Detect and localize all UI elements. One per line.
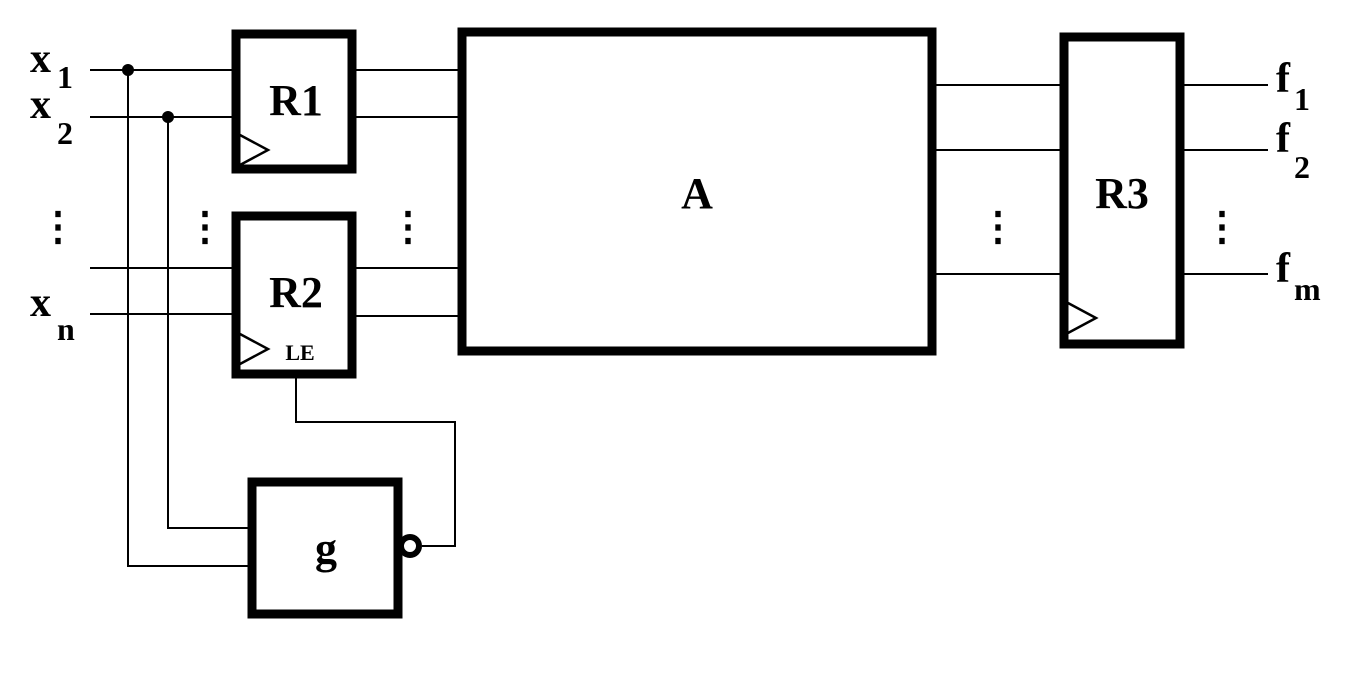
r3-clock-marker (1067, 301, 1099, 335)
gate-g (247, 477, 403, 619)
output-fm-subscript: m (1294, 271, 1321, 307)
output-wires (1180, 84, 1268, 275)
gate-g-inversion-bubble (398, 534, 422, 558)
a-to-r3-wires (932, 84, 1064, 275)
output-label-f2: f2 (1276, 116, 1310, 185)
ellipsis-r-to-a: ⋮ (388, 204, 428, 249)
output-f1-base: f (1276, 56, 1291, 102)
input-xn-subscript: n (57, 311, 75, 347)
r1-label: R1 (269, 76, 323, 125)
wire-x2-to-g (167, 117, 252, 529)
a-label: A (681, 169, 713, 218)
input-label-xn: xn (30, 280, 75, 347)
input-x1-subscript: 1 (57, 59, 73, 95)
output-f1-subscript: 1 (1294, 81, 1310, 117)
r2-label: R2 (269, 268, 323, 317)
register-r3 (1059, 32, 1185, 349)
combinational-block-a (457, 27, 937, 356)
r3-label: R3 (1095, 169, 1149, 218)
input-x1-base: x (30, 36, 51, 82)
output-fm-base: f (1276, 246, 1291, 292)
register-wires (352, 69, 462, 317)
input-x2-subscript: 2 (57, 115, 73, 151)
g-label: g (315, 524, 337, 573)
output-f2-subscript: 2 (1294, 149, 1310, 185)
r2-le-label: LE (285, 340, 314, 365)
ellipsis-a-to-r3: ⋮ (978, 204, 1018, 249)
r2-clock-marker (239, 332, 271, 366)
wire-g-to-le (295, 374, 456, 547)
r1-clock-marker (239, 133, 271, 167)
ellipsis-r1-r2: ⋮ (185, 204, 225, 249)
input-xn-base: x (30, 280, 51, 326)
input-label-x2: x2 (30, 82, 73, 151)
input-x2-base: x (30, 82, 51, 128)
register-r1 (231, 29, 357, 174)
wire-x1-to-g (127, 70, 252, 567)
ellipsis-outputs: ⋮ (1202, 204, 1242, 249)
register-r2 (231, 211, 357, 379)
output-f2-base: f (1276, 116, 1291, 162)
ellipsis-inputs: ⋮ (38, 204, 78, 249)
input-wires (90, 64, 252, 567)
